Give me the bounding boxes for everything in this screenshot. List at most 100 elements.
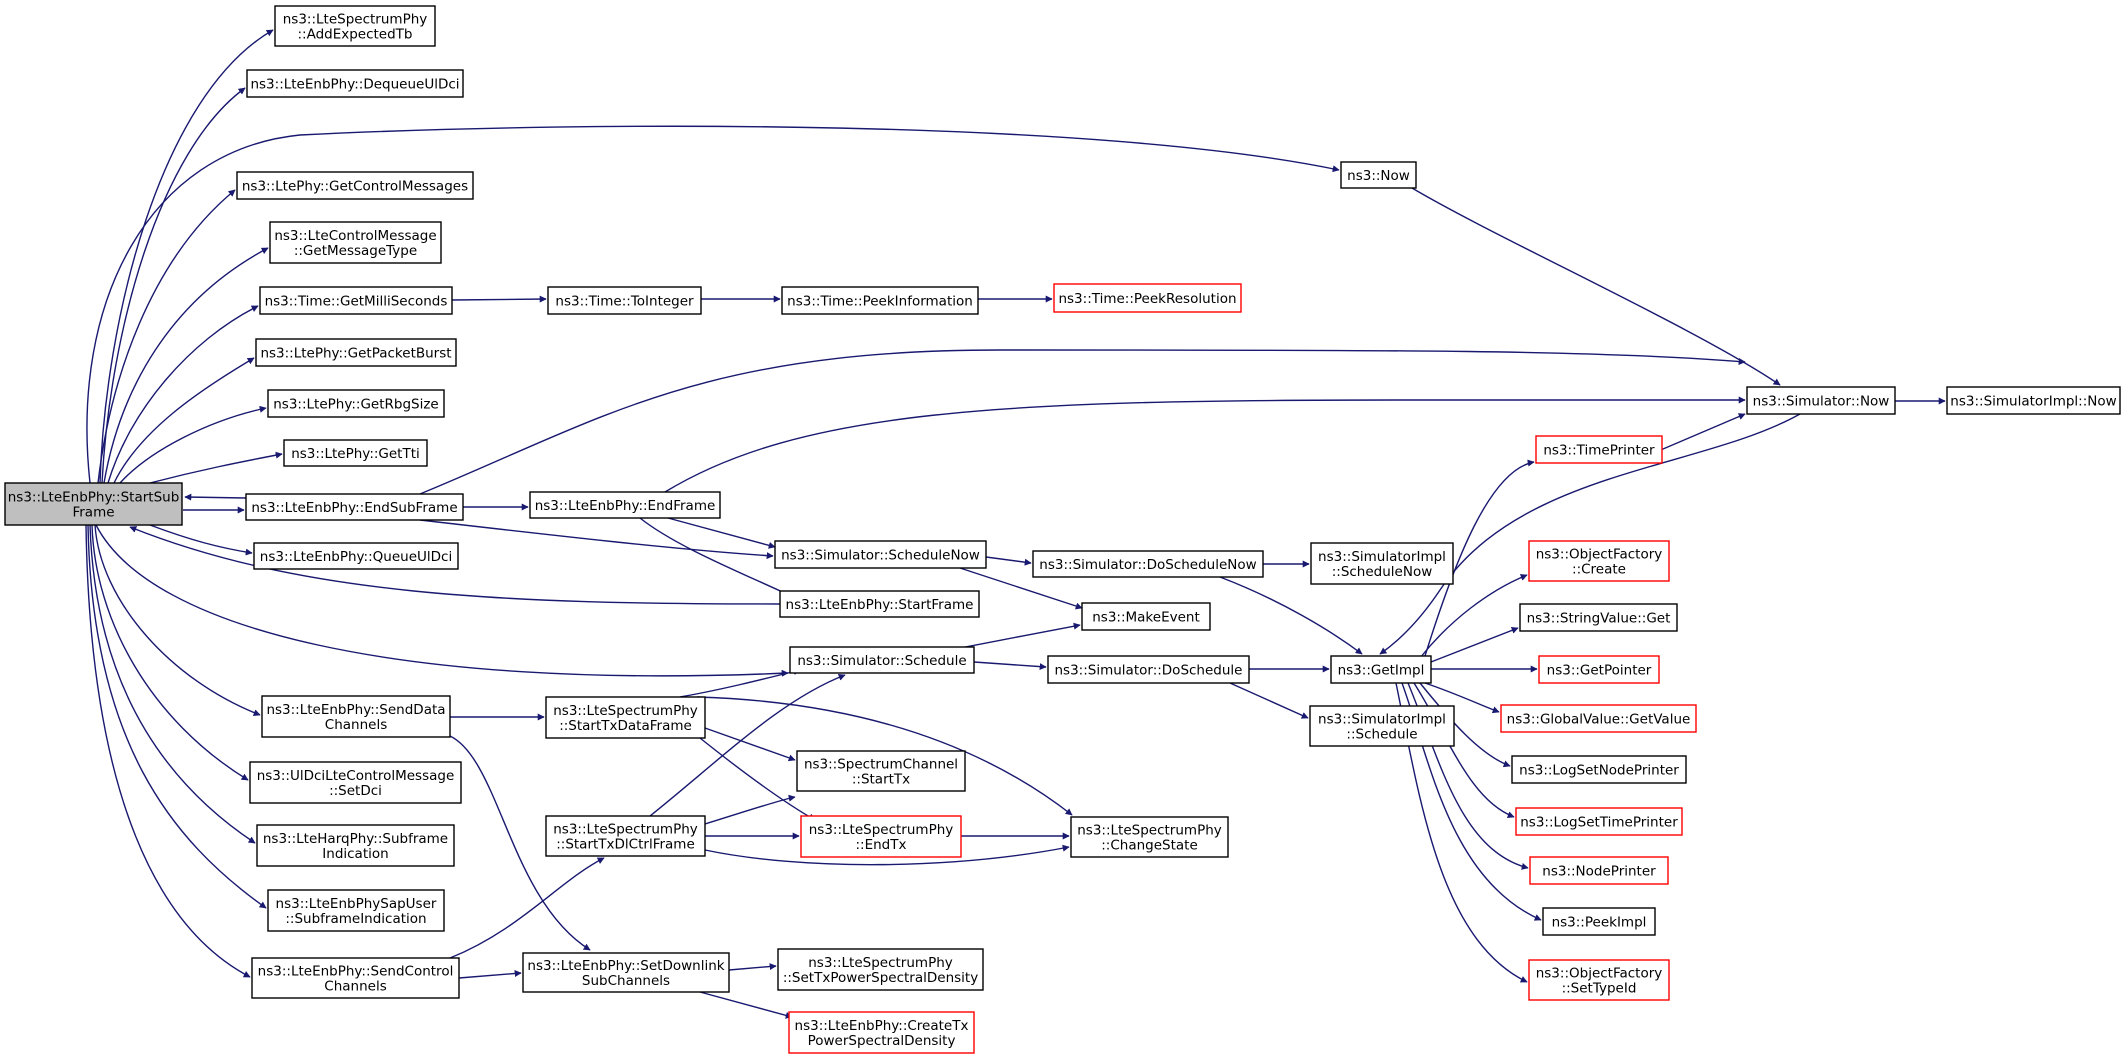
call-edge [1430,627,1519,663]
node-simulatorNow[interactable]: ns3::Simulator::Now [1746,386,1896,415]
node-label: ::EndTx [856,837,907,853]
node-box [529,491,721,519]
node-timePrinter[interactable]: ns3::TimePrinter [1535,435,1663,464]
call-edge [959,567,1083,610]
node-label: Channels [324,979,386,995]
node-setDci[interactable]: ns3::UlDciLteControlMessage::SetDci [249,761,462,804]
node-label: ns3::SimulatorImpl::Now [1950,394,2116,410]
node-subframeIndication[interactable]: ns3::LteHarqPhy::SubframeIndication [256,824,455,867]
node-globalValueGetValue[interactable]: ns3::GlobalValue::GetValue [1500,704,1697,733]
node-getRbgSize[interactable]: ns3::LtePhy::GetRbgSize [267,389,445,418]
node-makeEvent[interactable]: ns3::MakeEvent [1081,602,1211,631]
node-label: ns3::LteHarqPhy::Subframe [263,831,448,847]
node-spectrumChannelStartTx[interactable]: ns3::SpectrumChannel::StartTx [796,750,966,792]
node-doScheduleNow[interactable]: ns3::Simulator::DoScheduleNow [1032,550,1264,578]
node-box [255,338,457,367]
call-edge [1219,576,1363,655]
node-getMilliSeconds[interactable]: ns3::Time::GetMilliSeconds [259,286,453,315]
node-sapSubframeIndication[interactable]: ns3::LteEnbPhySapUser::SubframeIndicatio… [267,889,445,932]
call-edge [704,727,796,762]
call-edge [1411,187,1781,386]
node-implSchedule[interactable]: ns3::SimulatorImpl::Schedule [1309,705,1455,747]
node-getPointer[interactable]: ns3::GetPointer [1538,655,1660,684]
node-startTxDlCtrlFrame[interactable]: ns3::LteSpectrumPhy::StartTxDlCtrlFrame [545,815,706,857]
node-logSetTimePrinter[interactable]: ns3::LogSetTimePrinter [1515,807,1683,836]
call-edge [129,526,781,605]
call-edge [451,295,547,303]
node-box [246,69,464,98]
node-label: ns3::Simulator::DoScheduleNow [1039,557,1256,573]
node-endSubFrame[interactable]: ns3::LteEnbPhy::EndSubFrame [245,493,464,521]
node-peekResolution[interactable]: ns3::Time::PeekResolution [1053,283,1242,313]
node-startTxDataFrame[interactable]: ns3::LteSpectrumPhy::StartTxDataFrame [545,696,706,739]
node-label: ns3::LogSetNodePrinter [1519,763,1679,779]
node-box [1047,655,1250,684]
node-box [547,286,702,315]
node-now[interactable]: ns3::Now [1340,161,1417,189]
node-box [777,948,984,991]
node-endTx[interactable]: ns3::LteSpectrumPhy::EndTx [800,815,962,858]
node-getMessageType[interactable]: ns3::LteControlMessage::GetMessageType [269,221,442,264]
node-box [267,389,445,418]
node-stringValueGet[interactable]: ns3::StringValue::Get [1519,603,1678,632]
node-ofSetTypeId[interactable]: ns3::ObjectFactory::SetTypeId [1528,959,1670,1001]
node-box [236,171,474,200]
node-scheduleNow[interactable]: ns3::Simulator::ScheduleNow [774,540,987,569]
node-peekInformation[interactable]: ns3::Time::PeekInformation [781,286,979,315]
node-ofCreate[interactable]: ns3::ObjectFactory::Create [1528,540,1670,582]
node-box [245,493,464,521]
node-getImpl[interactable]: ns3::GetImpl [1330,655,1432,684]
node-label: ns3::LteEnbPhy::StartSub [8,490,180,506]
node-endFrame[interactable]: ns3::LteEnbPhy::EndFrame [529,491,721,519]
node-label: ns3::Now [1347,168,1410,184]
node-label: ns3::NodePrinter [1542,864,1656,880]
node-dequeueUlDci[interactable]: ns3::LteEnbPhy::DequeueUlDci [246,69,464,98]
node-changeState[interactable]: ns3::LteSpectrumPhy::ChangeState [1070,816,1229,858]
node-label: ns3::LteSpectrumPhy [808,955,953,971]
node-schedule[interactable]: ns3::Simulator::Schedule [789,646,975,674]
node-createTxPsd[interactable]: ns3::LteEnbPhy::CreateTxPowerSpectralDen… [788,1011,975,1054]
node-label: ns3::GetImpl [1338,663,1425,679]
node-box [1032,550,1264,578]
node-setTxPsd[interactable]: ns3::LteSpectrumPhy::SetTxPowerSpectralD… [777,948,984,991]
node-peekImpl[interactable]: ns3::PeekImpl [1542,907,1656,936]
call-edge [89,524,256,844]
node-logSetNodePrinter[interactable]: ns3::LogSetNodePrinter [1511,755,1687,784]
node-label: ns3::LteEnbPhy::EndSubFrame [251,500,457,516]
node-implScheduleNow[interactable]: ns3::SimulatorImpl::ScheduleNow [1310,542,1454,585]
node-getControlMessages[interactable]: ns3::LtePhy::GetControlMessages [236,171,474,200]
call-edge [1424,682,1500,714]
node-simImplNow[interactable]: ns3::SimulatorImpl::Now [1946,386,2121,415]
node-box [253,542,459,570]
node-queueUlDci[interactable]: ns3::LteEnbPhy::QueueUlDci [253,542,459,570]
call-edge [101,87,246,484]
node-box [283,439,428,467]
node-box [1310,542,1454,585]
node-label: ::StartTxDlCtrlFrame [556,837,695,853]
node-label: ns3::Simulator::Schedule [797,653,966,669]
call-edge [1419,574,1528,659]
node-toInteger[interactable]: ns3::Time::ToInteger [547,286,702,315]
node-label: ns3::Simulator::Now [1753,394,1890,410]
node-box [259,286,453,315]
node-label: ns3::LteEnbPhy::CreateTx [795,1018,969,1034]
node-getPacketBurst[interactable]: ns3::LtePhy::GetPacketBurst [255,338,457,367]
node-box [4,482,183,526]
node-box [1340,161,1417,189]
node-label: ns3::LteEnbPhy::SendData [266,702,445,718]
node-startFrame[interactable]: ns3::LteEnbPhy::StartFrame [779,590,980,618]
node-getTti[interactable]: ns3::LtePhy::GetTti [283,439,428,467]
node-doSchedule[interactable]: ns3::Simulator::DoSchedule [1047,655,1250,684]
node-nodePrinter[interactable]: ns3::NodePrinter [1529,856,1669,885]
node-label: ns3::MakeEvent [1092,610,1200,626]
node-label: ns3::Time::GetMilliSeconds [265,294,448,310]
node-label: ns3::LteSpectrumPhy [283,12,428,28]
node-addExpectedTb[interactable]: ns3::LteSpectrumPhy::AddExpectedTb [274,5,436,47]
call-edge [86,125,1340,484]
node-label: ns3::LteEnbPhySapUser [276,896,437,912]
